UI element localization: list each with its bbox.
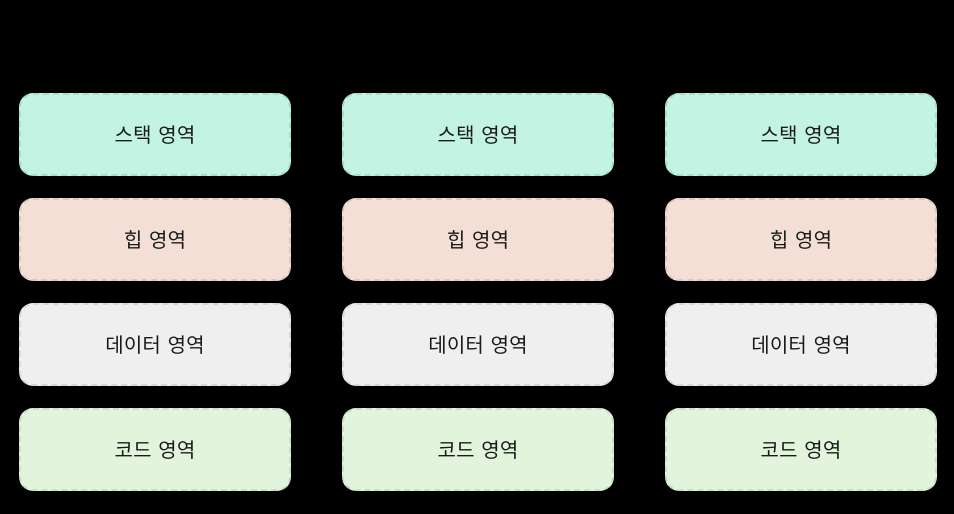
memory-region-label: 데이터 영역: [105, 332, 205, 357]
memory-region-code[interactable]: 코드 영역: [665, 408, 937, 491]
memory-region-label: 힙 영역: [769, 227, 833, 252]
memory-region-label: 스택 영역: [437, 122, 519, 147]
memory-region-data[interactable]: 데이터 영역: [19, 303, 291, 386]
memory-column-process-1: 스택 영역 힙 영역 데이터 영역 코드 영역: [19, 93, 291, 491]
memory-region-heap[interactable]: 힙 영역: [665, 198, 937, 281]
memory-column-process-2: 스택 영역 힙 영역 데이터 영역 코드 영역: [342, 93, 614, 491]
memory-region-label: 힙 영역: [123, 227, 187, 252]
memory-region-code[interactable]: 코드 영역: [19, 408, 291, 491]
memory-region-label: 데이터 영역: [751, 332, 851, 357]
memory-region-label: 스택 영역: [114, 122, 196, 147]
memory-region-stack[interactable]: 스택 영역: [665, 93, 937, 176]
memory-region-stack[interactable]: 스택 영역: [19, 93, 291, 176]
memory-region-stack[interactable]: 스택 영역: [342, 93, 614, 176]
diagram-columns: 스택 영역 힙 영역 데이터 영역 코드 영역 스택 영역 힙 영역 데이터 영…: [19, 0, 954, 514]
memory-region-label: 코드 영역: [437, 437, 519, 462]
memory-region-heap[interactable]: 힙 영역: [19, 198, 291, 281]
memory-region-code[interactable]: 코드 영역: [342, 408, 614, 491]
memory-region-label: 코드 영역: [114, 437, 196, 462]
memory-region-heap[interactable]: 힙 영역: [342, 198, 614, 281]
memory-region-label: 스택 영역: [760, 122, 842, 147]
memory-column-process-3: 스택 영역 힙 영역 데이터 영역 코드 영역: [665, 93, 937, 491]
memory-region-label: 힙 영역: [446, 227, 510, 252]
memory-region-label: 데이터 영역: [428, 332, 528, 357]
memory-region-label: 코드 영역: [760, 437, 842, 462]
memory-region-data[interactable]: 데이터 영역: [342, 303, 614, 386]
memory-region-data[interactable]: 데이터 영역: [665, 303, 937, 386]
